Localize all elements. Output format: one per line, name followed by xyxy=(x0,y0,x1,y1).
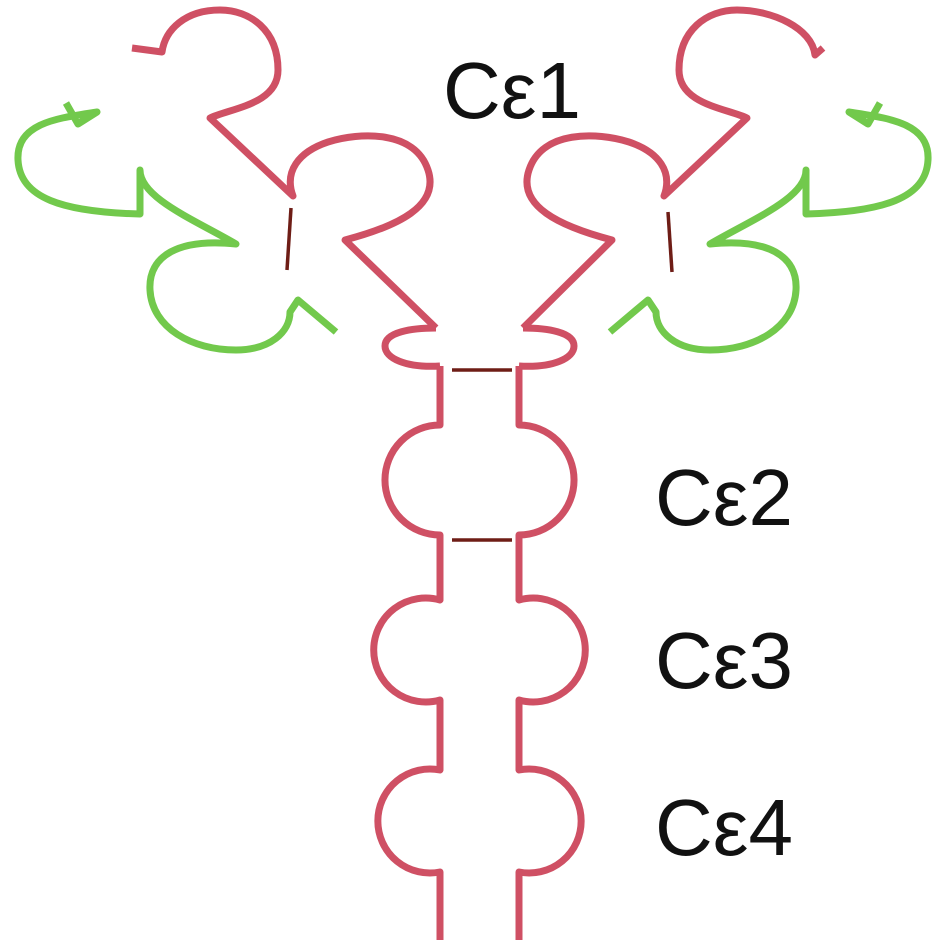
label-ce2: Cε2 xyxy=(655,453,793,542)
heavy-chain-arm-right xyxy=(520,6,826,331)
light-chain-right xyxy=(607,101,932,354)
label-ce1: Cε1 xyxy=(443,46,581,135)
label-ce4: Cε4 xyxy=(655,783,793,872)
light-chain-left xyxy=(14,101,339,354)
heavy-chain-arm-left xyxy=(131,6,439,331)
heavy-chain-stem-left xyxy=(370,366,444,940)
disulfide-bond-right-arm xyxy=(666,211,674,273)
disulfide-bond-left-arm xyxy=(285,207,293,271)
hinge-left xyxy=(381,324,441,370)
heavy-chain-stem-right xyxy=(515,366,589,940)
label-ce3: Cε3 xyxy=(655,616,793,705)
hinge-right xyxy=(518,324,578,370)
